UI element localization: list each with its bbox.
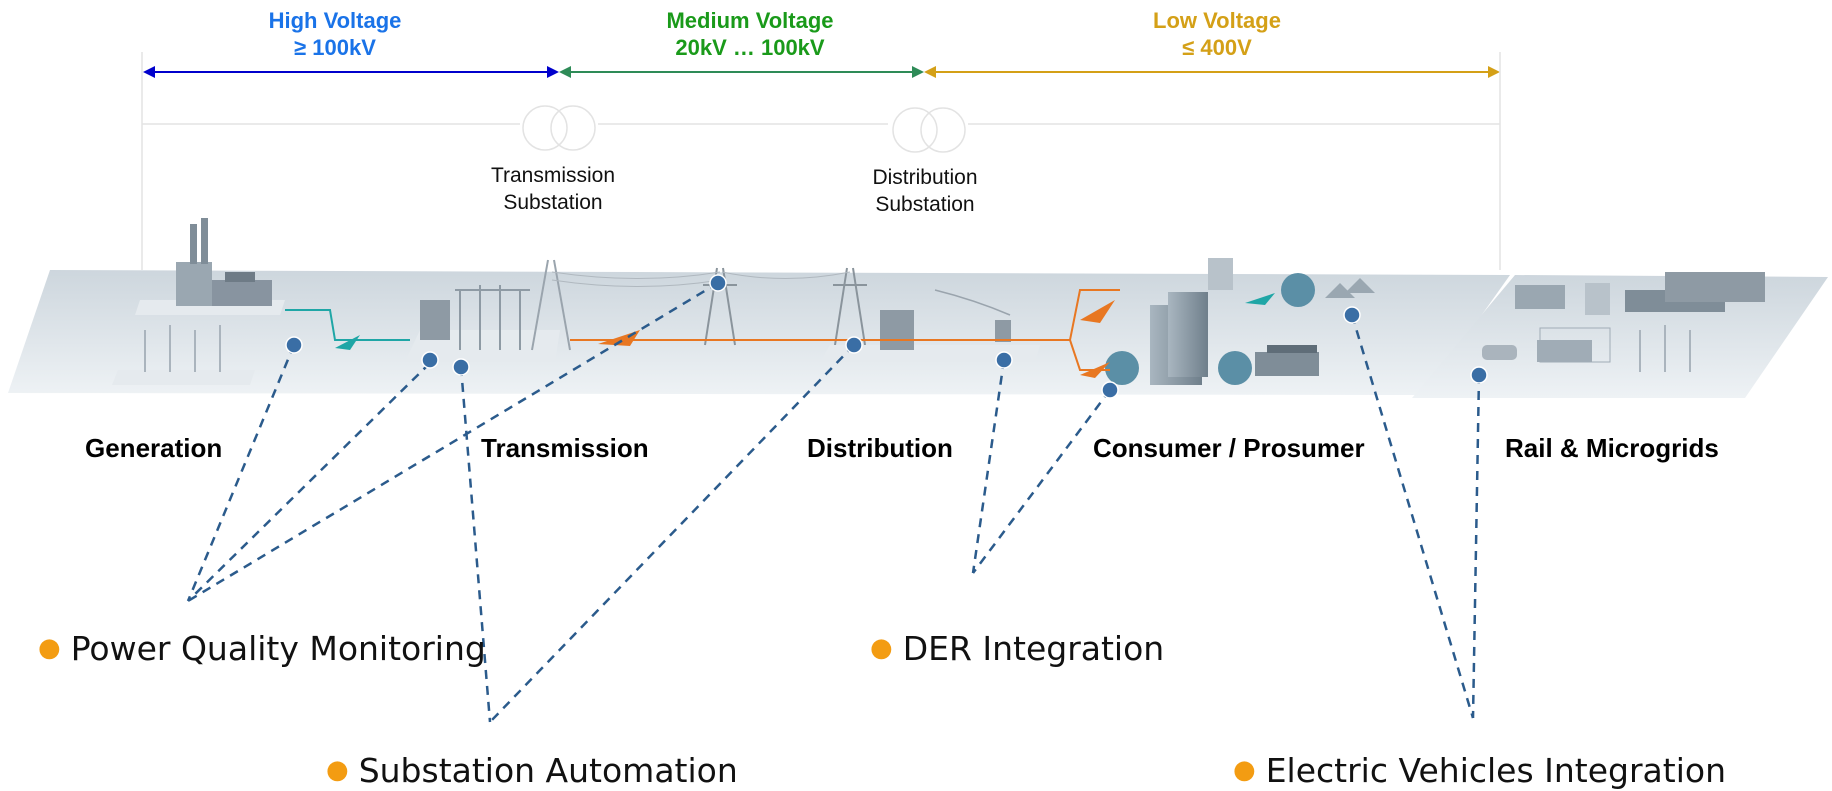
bullet-icon: ● [38,633,61,663]
substation-line1: Distribution [872,166,978,189]
power-lines [551,271,851,287]
section-distribution: Distribution [807,433,953,463]
application-label: Substation Automation [358,751,738,790]
connector-lines [186,281,1481,723]
voltage-name: High Voltage [268,8,402,33]
application-ev-integration: ● Electric Vehicles Integration [1233,751,1726,790]
voltage-range: 20kV … 100kV [675,35,825,60]
frame-lines [141,52,1501,270]
application-label: Power Quality Monitoring [70,629,486,668]
voltage-range: ≥ 100kV [294,35,376,60]
transmission-substation-label: Transmission Substation [491,162,615,216]
section-transmission: Transmission [481,433,649,463]
section-rail-microgrids: Rail & Microgrids [1505,433,1719,463]
section-generation: Generation [85,433,223,463]
power-plant-icon [112,218,285,385]
application-substation-automation: ● Substation Automation [326,751,738,790]
application-label: DER Integration [902,629,1165,668]
application-label: Electric Vehicles Integration [1265,751,1726,790]
voltage-arrows [143,66,1500,78]
bullet-icon: ● [326,755,349,785]
substation-line2: Substation [875,193,975,216]
voltage-range: ≤ 400V [1182,35,1252,60]
voltage-label-high: High Voltage ≥ 100kV [269,7,402,61]
transmission-substation-icon [405,259,571,362]
microgrid-icon [1482,272,1765,372]
application-der-integration: ● DER Integration [870,629,1164,668]
voltage-name: Medium Voltage [666,8,834,33]
distribution-substation-icon [820,289,1040,362]
measurement-points [285,274,1488,399]
bullet-icon: ● [870,633,893,663]
energy-flow [285,289,1275,378]
voltage-name: Low Voltage [1153,8,1281,33]
distribution-substation-label: Distribution Substation [872,164,977,218]
application-power-quality: ● Power Quality Monitoring [38,629,486,668]
voltage-label-medium: Medium Voltage 20kV … 100kV [666,7,833,61]
substation-line1: Transmission [490,164,616,187]
section-consumer-prosumer: Consumer / Prosumer [1093,433,1365,463]
voltage-label-low: Low Voltage ≤ 400V [1153,7,1281,61]
substation-line2: Substation [503,191,603,214]
bullet-icon: ● [1233,755,1256,785]
consumer-buildings-icon [1105,258,1375,385]
